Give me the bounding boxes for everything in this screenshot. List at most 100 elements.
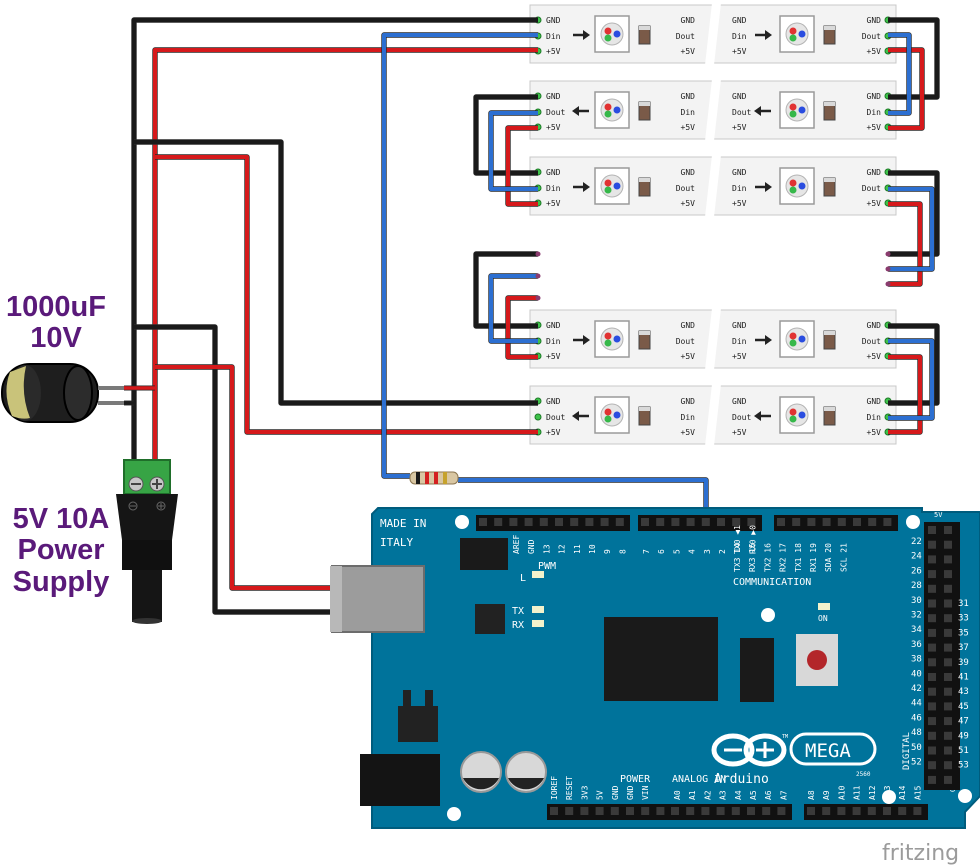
pin-label: RX3 15 [748, 543, 757, 572]
pin [570, 518, 579, 526]
strip-pin-label: Din [681, 413, 696, 422]
pin [686, 518, 695, 526]
pin-label: AREF [512, 535, 521, 554]
wire [888, 187, 934, 271]
pin-label: 51 [958, 746, 969, 756]
pin-label: 3 [703, 549, 712, 554]
pin-label: RX1 19 [809, 543, 818, 572]
strip-pin-label: GND [867, 16, 882, 25]
pin-label: 40 [911, 669, 922, 679]
pin [928, 614, 936, 623]
pin-label: 52 [911, 758, 922, 768]
pin-label: 31 [958, 599, 969, 609]
wire-end [535, 295, 541, 301]
wire [155, 155, 538, 434]
pin [565, 807, 574, 815]
pin [777, 807, 786, 815]
pin [944, 526, 952, 534]
arduino-mega-board [330, 507, 980, 829]
pin [731, 807, 740, 815]
pin-label: TX3 14 [733, 543, 742, 572]
communication-text: COMMUNICATION [733, 577, 811, 588]
strip-pin-label: Dout [546, 108, 565, 117]
pin-label: VIN [641, 785, 650, 800]
pin [868, 518, 877, 526]
capacitor-label-line2: 10V [30, 322, 82, 355]
pin-label: 5 [672, 549, 681, 554]
brand-text: Arduino [714, 772, 769, 787]
pin [701, 518, 710, 526]
pin [944, 584, 952, 593]
strip-pin-label: Dout [546, 413, 565, 422]
pin [747, 807, 755, 815]
capacitor [1, 363, 124, 423]
pin-label: A15 [913, 785, 922, 800]
wire [888, 48, 924, 130]
direction-arrow-icon [572, 411, 589, 421]
wire-outline [131, 17, 538, 460]
pin [539, 518, 548, 526]
strip-pin-label: Din [546, 184, 561, 193]
pin [701, 807, 710, 815]
pin-label: 5V [596, 790, 605, 800]
pin [928, 717, 936, 726]
pin [550, 807, 558, 815]
strip-pin-label: GND [546, 168, 561, 177]
strip-pin-label: +5V [732, 199, 747, 208]
pin-label: 34 [911, 625, 922, 635]
pin-label: SCL 21 [839, 543, 848, 572]
strip-pin-label: Din [681, 108, 696, 117]
wire [134, 325, 336, 614]
pin [822, 518, 831, 526]
pin [883, 518, 892, 526]
pin-label: 11 [573, 544, 582, 554]
pin [928, 687, 936, 696]
pin [853, 518, 861, 526]
pin-label: 24 [911, 552, 922, 562]
direction-arrow-icon [573, 335, 590, 345]
pin [898, 807, 907, 815]
pin [944, 702, 952, 711]
strip-pin-label: +5V [546, 352, 561, 361]
pin-label: 38 [911, 655, 922, 665]
pin-label: A0 [673, 790, 682, 800]
pin [944, 643, 952, 652]
pin-label: 47 [958, 717, 969, 727]
strip-pin-label: +5V [681, 47, 696, 56]
psu-label: 5V 10A Power Supply [0, 503, 122, 598]
pin-label: 33 [958, 614, 969, 624]
wire [506, 126, 538, 206]
wire [888, 339, 934, 420]
pin-header [638, 515, 762, 531]
pin-label: A7 [779, 790, 788, 800]
pwm-text: PWM [538, 561, 556, 572]
pin-label: 49 [958, 731, 969, 741]
pin-label: SDA 20 [824, 543, 833, 572]
psu-label-line1: 5V 10A [12, 503, 110, 535]
pin [837, 518, 846, 526]
pin-header [924, 522, 960, 790]
pin [732, 518, 741, 526]
pin [928, 643, 936, 652]
strip-pin-label: GND [732, 397, 747, 406]
direction-arrow-icon [754, 106, 771, 116]
pin [913, 807, 922, 815]
pin [580, 807, 589, 815]
strip-pin-label: GND [732, 16, 747, 25]
pin-label: 9 [603, 549, 612, 554]
tx-text: TX [512, 606, 524, 617]
wire [506, 296, 538, 359]
led-pixel [594, 91, 651, 129]
pin-label: A2 [703, 790, 712, 800]
strip-pin-label: GND [546, 16, 561, 25]
led-pixel [779, 320, 836, 358]
pin [494, 518, 503, 526]
pin-label: TX2 16 [763, 543, 772, 572]
pin-label: 36 [911, 640, 922, 650]
strip-pin-label: GND [867, 92, 882, 101]
pin [852, 807, 861, 815]
pin-header [668, 804, 792, 820]
wire [155, 365, 336, 590]
